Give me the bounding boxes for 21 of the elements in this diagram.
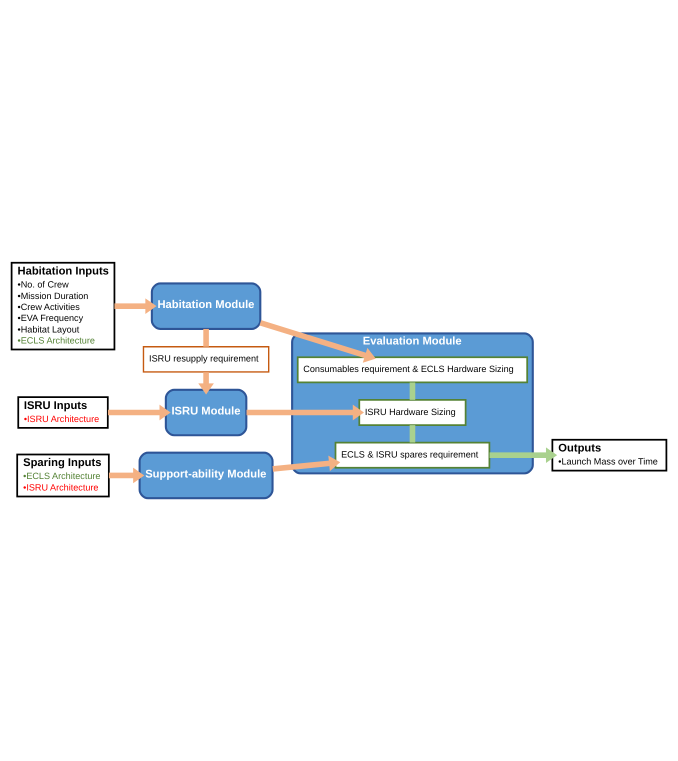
node-box: Support-ability Module <box>138 452 274 500</box>
node-box: ISRU Hardware Sizing <box>358 399 466 426</box>
node-box: Outputs •Launch Mass over Time <box>552 438 668 472</box>
arrow <box>198 372 214 395</box>
node-box: Habitation Inputs •No. of Crew •Mission Duration •Crew Activities •EVA Frequency •Habitat Layout •ECLS Architecture <box>10 262 116 350</box>
node-box: Habitation Module <box>150 282 262 330</box>
arrow <box>108 404 171 420</box>
node-box: ISRU Inputs •ISRU Architecture <box>17 396 109 429</box>
connector <box>203 328 209 347</box>
node-box: ISRU Module <box>164 388 248 436</box>
connector <box>410 382 416 400</box>
node-box: ISRU resupply requirement <box>142 346 270 373</box>
node-box: Consumables requirement & ECLS Hardware Sizing <box>296 356 528 384</box>
node-box: Sparing Inputs •ECLS Architecture •ISRU Architecture <box>16 454 110 498</box>
arrow <box>490 447 558 463</box>
arrow <box>108 468 144 484</box>
arrow <box>260 320 376 363</box>
arrow <box>246 404 364 420</box>
arrow <box>114 298 157 314</box>
connector <box>410 425 416 442</box>
node-box: ECLS & ISRU spares requirement <box>334 442 490 469</box>
